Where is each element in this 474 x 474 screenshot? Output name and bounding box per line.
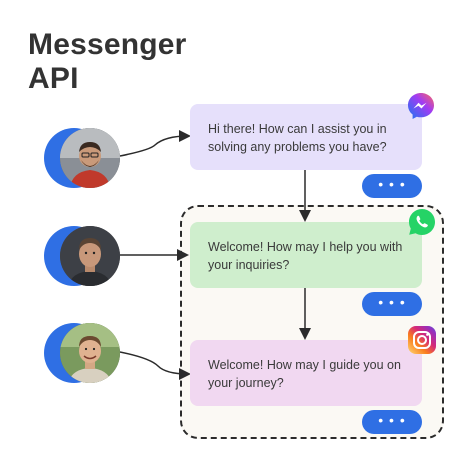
message-text-line-2: your inquiries? [208, 258, 290, 272]
instagram-icon [407, 325, 437, 355]
connector-user3 [119, 351, 191, 380]
avatar-photo-man-glasses [60, 128, 120, 188]
reply-button-2[interactable]: • • • [362, 292, 422, 316]
message-text-line-2: your journey? [208, 376, 284, 390]
avatar-photo-man-dark [60, 226, 120, 286]
avatar-photo-man-smiling [60, 323, 120, 383]
whatsapp-icon [407, 207, 437, 237]
reply-button-3[interactable]: • • • [362, 410, 422, 434]
message-text-line-1: Welcome! How may I guide you on [208, 358, 401, 372]
message-bubble-messenger: Hi there! How can I assist you in solvin… [190, 104, 422, 170]
message-text-line-1: Hi there! How can I assist you in [208, 122, 387, 136]
page-title: Messenger API [28, 28, 187, 96]
message-text-line-2: solving any problems you have? [208, 140, 387, 154]
title-line-2: API [28, 62, 79, 95]
message-text-line-1: Welcome! How may I help you with [208, 240, 403, 254]
connector-user1 [119, 130, 191, 157]
reply-button-1[interactable]: • • • [362, 174, 422, 198]
message-bubble-whatsapp: Welcome! How may I help you with your in… [190, 222, 422, 288]
title-line-1: Messenger [28, 28, 187, 61]
user-avatar-2 [44, 226, 124, 286]
messenger-icon [406, 91, 436, 121]
user-avatar-1 [44, 128, 124, 188]
message-bubble-instagram: Welcome! How may I guide you on your jou… [190, 340, 422, 406]
user-avatar-3 [44, 323, 124, 383]
